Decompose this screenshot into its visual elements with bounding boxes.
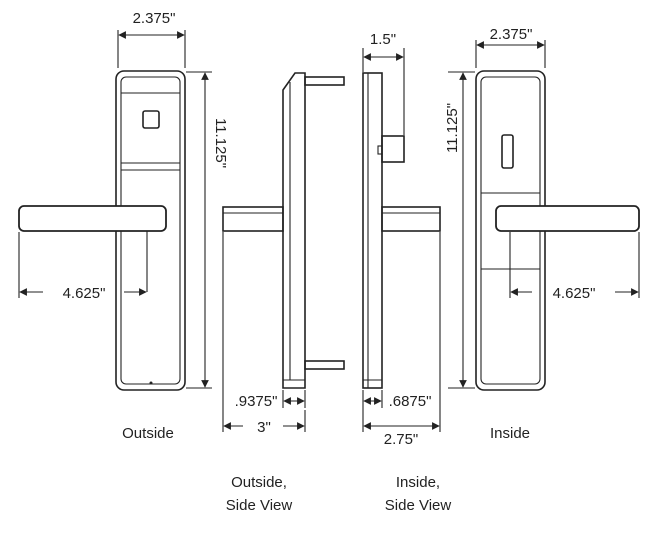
inside-side-caption-line1: Inside, — [396, 474, 440, 491]
inside-side-top-label: 1.5" — [370, 31, 396, 48]
inside-caption: Inside — [490, 425, 530, 442]
outside-caption: Outside — [122, 425, 174, 442]
inside-height-label: 11.125" — [444, 103, 461, 153]
outside-side-caption-line1: Outside, — [231, 474, 287, 491]
outside-side-bottom-pin — [304, 360, 345, 370]
outside-side-lever — [222, 206, 284, 232]
outside-height-label: 11.125" — [212, 118, 229, 168]
outside-side-offset-label: .9375" — [235, 393, 278, 410]
inside-side-offset-label: .6875" — [389, 393, 432, 410]
inside-side-view: 1.5" .6875" 2.75" Inside, Side View — [362, 31, 452, 514]
inside-lever-handle — [495, 205, 640, 232]
inside-thumbturn-slot — [501, 134, 514, 169]
outside-side-view: .9375" 3" Outside, Side View — [222, 72, 345, 514]
outside-side-caption-line2: Side View — [226, 497, 293, 514]
inside-side-lever — [381, 206, 441, 232]
outside-keypad-icon — [142, 110, 160, 129]
inside-view: 2.375" 11.125" 4.625" Inside — [444, 26, 640, 442]
inside-side-depth-label: 2.75" — [384, 431, 419, 448]
outside-lever-handle — [18, 205, 167, 232]
outside-side-depth-label: 3" — [257, 419, 271, 436]
inside-side-thumbturn — [377, 135, 405, 163]
outside-width-label: 2.375" — [133, 10, 176, 27]
outside-side-top-pin — [304, 76, 345, 86]
inside-side-body — [362, 72, 383, 389]
inside-width-label: 2.375" — [490, 26, 533, 43]
inside-lever-label: 4.625" — [553, 285, 596, 302]
inside-side-caption-line2: Side View — [385, 497, 452, 514]
outside-view: 2.375" 11.125" 4.625" Outside — [18, 10, 229, 442]
outside-lever-label: 4.625" — [63, 285, 106, 302]
outside-side-body — [282, 72, 306, 389]
outside-keyhole-dot — [149, 381, 153, 385]
